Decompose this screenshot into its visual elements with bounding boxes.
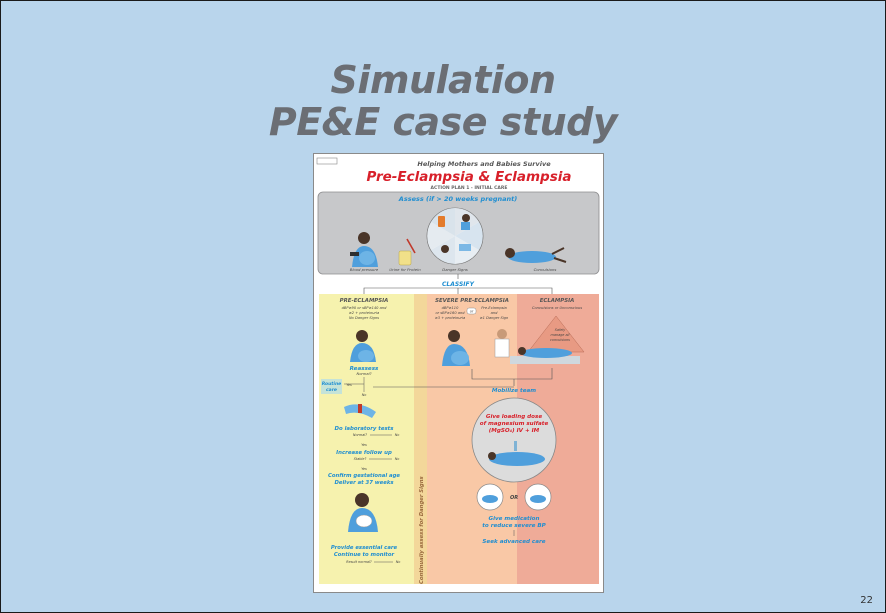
pe-yes-1: Yes [346, 383, 352, 387]
slide-title: Simulation PE&E case study [1, 59, 885, 143]
spe-or-label: or [470, 310, 474, 314]
blood-pressure-illustration [350, 232, 378, 267]
medication-1: Give medication [489, 516, 540, 522]
pe-provide-1: Provide essential care [331, 545, 398, 551]
pe-provide-2: Continue to monitor [334, 552, 395, 558]
page-number: 22 [860, 595, 873, 606]
severe-pe-illustration [442, 330, 470, 366]
heading-eclampsia: ECLAMPSIA [540, 298, 575, 304]
pe-yes-3: Yes [361, 467, 367, 471]
magnesium-sulfate-circle [471, 397, 557, 483]
classify-label: CLASSIFY [442, 281, 475, 288]
lab-test-illustration [344, 404, 376, 418]
seek-advanced-care: Seek advanced care [482, 539, 545, 545]
pe-yes-2: Yes [361, 443, 367, 447]
caption-blood-pressure: Blood pressure [350, 267, 379, 272]
routine-care-line-2: care [326, 387, 337, 393]
pe-confirm-2: Deliver at 37 weeks [334, 480, 393, 486]
pe-normal-question-2: Normal? [353, 433, 367, 437]
heading-pre-eclampsia: PRE-ECLAMPSIA [340, 298, 389, 304]
pe-increase-follow-up: Increase follow up [336, 450, 392, 456]
pe-no-4: No [396, 560, 401, 564]
pe-criteria-2: ≥2 + proteinuria [349, 311, 379, 315]
or-label: OR [510, 495, 518, 501]
heading-severe-pre-eclampsia: SEVERE PRE-ECLAMPSIA [435, 298, 509, 304]
spe-criteria-right-3: ≥1 Danger Sign [480, 316, 509, 320]
caption-convulsions: Convulsions [534, 267, 557, 272]
poster-subtitle: ACTION PLAN 1 - INITIAL CARE [431, 185, 508, 191]
baby-care-illustration [348, 493, 378, 532]
assess-heading: Assess (if > 20 weeks pregnant) [398, 195, 517, 203]
pe-confirm-1: Confirm gestational age [328, 473, 400, 479]
pe-no-3: No [395, 457, 400, 461]
title-line-2: PE&E case study [268, 100, 618, 144]
loading-dose-3: (MgSO₄) IV + IM [489, 428, 540, 434]
ecl-note-3: convulsions [550, 338, 570, 342]
loading-dose-1: Give loading dose [486, 414, 542, 420]
spe-criteria-left-2: or sBP≥160 and [435, 311, 465, 315]
pe-flow-arrows-1 [344, 377, 365, 392]
pe-lab-tests: Do laboratory tests [335, 426, 395, 432]
pe-stable-question: Stable? [354, 457, 367, 461]
spe-criteria-right-2: and [491, 311, 498, 315]
caption-urine: Urine for Protein [389, 267, 421, 272]
side-label-danger-signs: Continually assess for Danger Signs [419, 476, 425, 584]
pe-no-2: No [395, 433, 400, 437]
ecl-criteria: Convulsions or Unconscious [532, 306, 582, 310]
pe-normal-question: Normal? [357, 372, 372, 376]
routine-care-line-1: Routine [322, 381, 342, 387]
logo-box [316, 157, 338, 165]
pe-no-1: No [362, 393, 367, 397]
poster-org: Helping Mothers and Babies Survive [417, 160, 551, 168]
danger-signs-wheel [426, 207, 484, 265]
pe-criteria-1: dBP≥90 or sBP≥140 and [342, 306, 387, 310]
pe-criteria-3: No Danger Signs [349, 316, 379, 320]
urine-test-illustration [398, 238, 416, 266]
pe-reassess: Reassess [350, 366, 379, 372]
merge-connector [471, 368, 553, 386]
title-line-1: Simulation [330, 58, 556, 102]
caption-danger-signs: Danger Signs [442, 267, 467, 272]
eclampsia-illustration [494, 329, 580, 364]
injection-illustration [488, 441, 545, 466]
ecl-note-1: Safely [555, 328, 566, 332]
action-plan-poster: Helping Mothers and Babies Survive Pre-E… [313, 153, 604, 593]
convulsions-illustration [505, 247, 567, 263]
routine-care-box [321, 379, 342, 394]
reassess-illustration [350, 330, 376, 362]
classify-branches [363, 287, 553, 294]
ecl-note-2: manage all [551, 333, 570, 337]
loading-dose-2: of magnesium sulfate [480, 421, 549, 427]
mobilize-team: Mobilize team [492, 388, 536, 394]
pe-result-question: Result normal? [346, 560, 372, 564]
spe-criteria-right-1: Pre-Eclampsia [481, 306, 506, 310]
spe-or-badge [466, 307, 477, 315]
poster-title: Pre-Eclampsia & Eclampsia [367, 169, 572, 185]
poster-graphic: Helping Mothers and Babies Survive Pre-E… [316, 157, 600, 584]
medication-2: to reduce severe BP [482, 523, 546, 529]
spe-criteria-left-1: dBP≥110 [442, 306, 459, 310]
spe-criteria-left-3: ≥3 + proteinuria [435, 316, 465, 320]
column-pre-eclampsia [319, 294, 414, 584]
danger-signs-band [414, 294, 427, 584]
